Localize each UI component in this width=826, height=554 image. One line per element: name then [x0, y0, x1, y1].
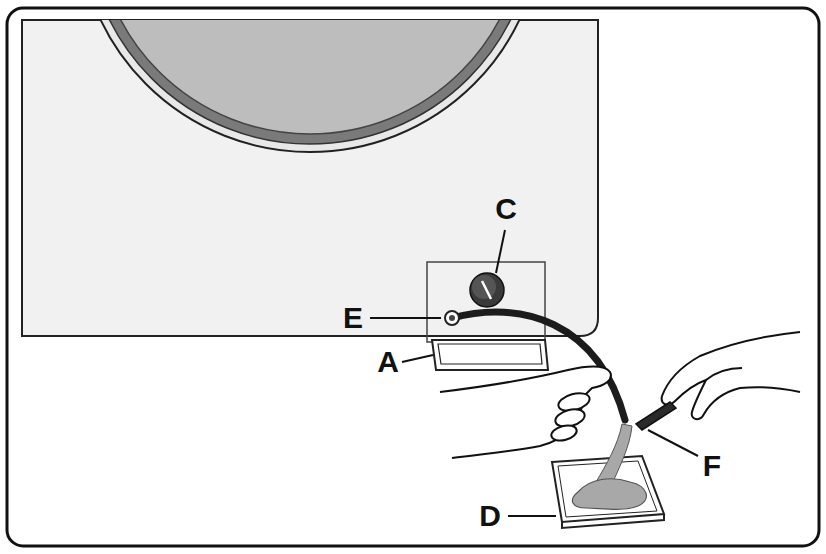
callout-letter: E	[343, 303, 363, 333]
callout-letter: A	[377, 347, 399, 377]
callout-letter: D	[479, 501, 501, 531]
water	[572, 424, 646, 509]
hose-outlet	[445, 311, 459, 325]
door	[78, 0, 542, 152]
plug	[636, 402, 676, 430]
left-hand	[440, 367, 611, 459]
filter-cap	[470, 273, 504, 307]
callout-letter: C	[495, 194, 517, 224]
leader-line	[370, 230, 698, 516]
flap	[432, 340, 548, 370]
filter-panel	[427, 262, 545, 342]
right-hand	[662, 332, 800, 419]
callout-letter: F	[703, 451, 721, 481]
hose-outlet	[449, 315, 455, 321]
